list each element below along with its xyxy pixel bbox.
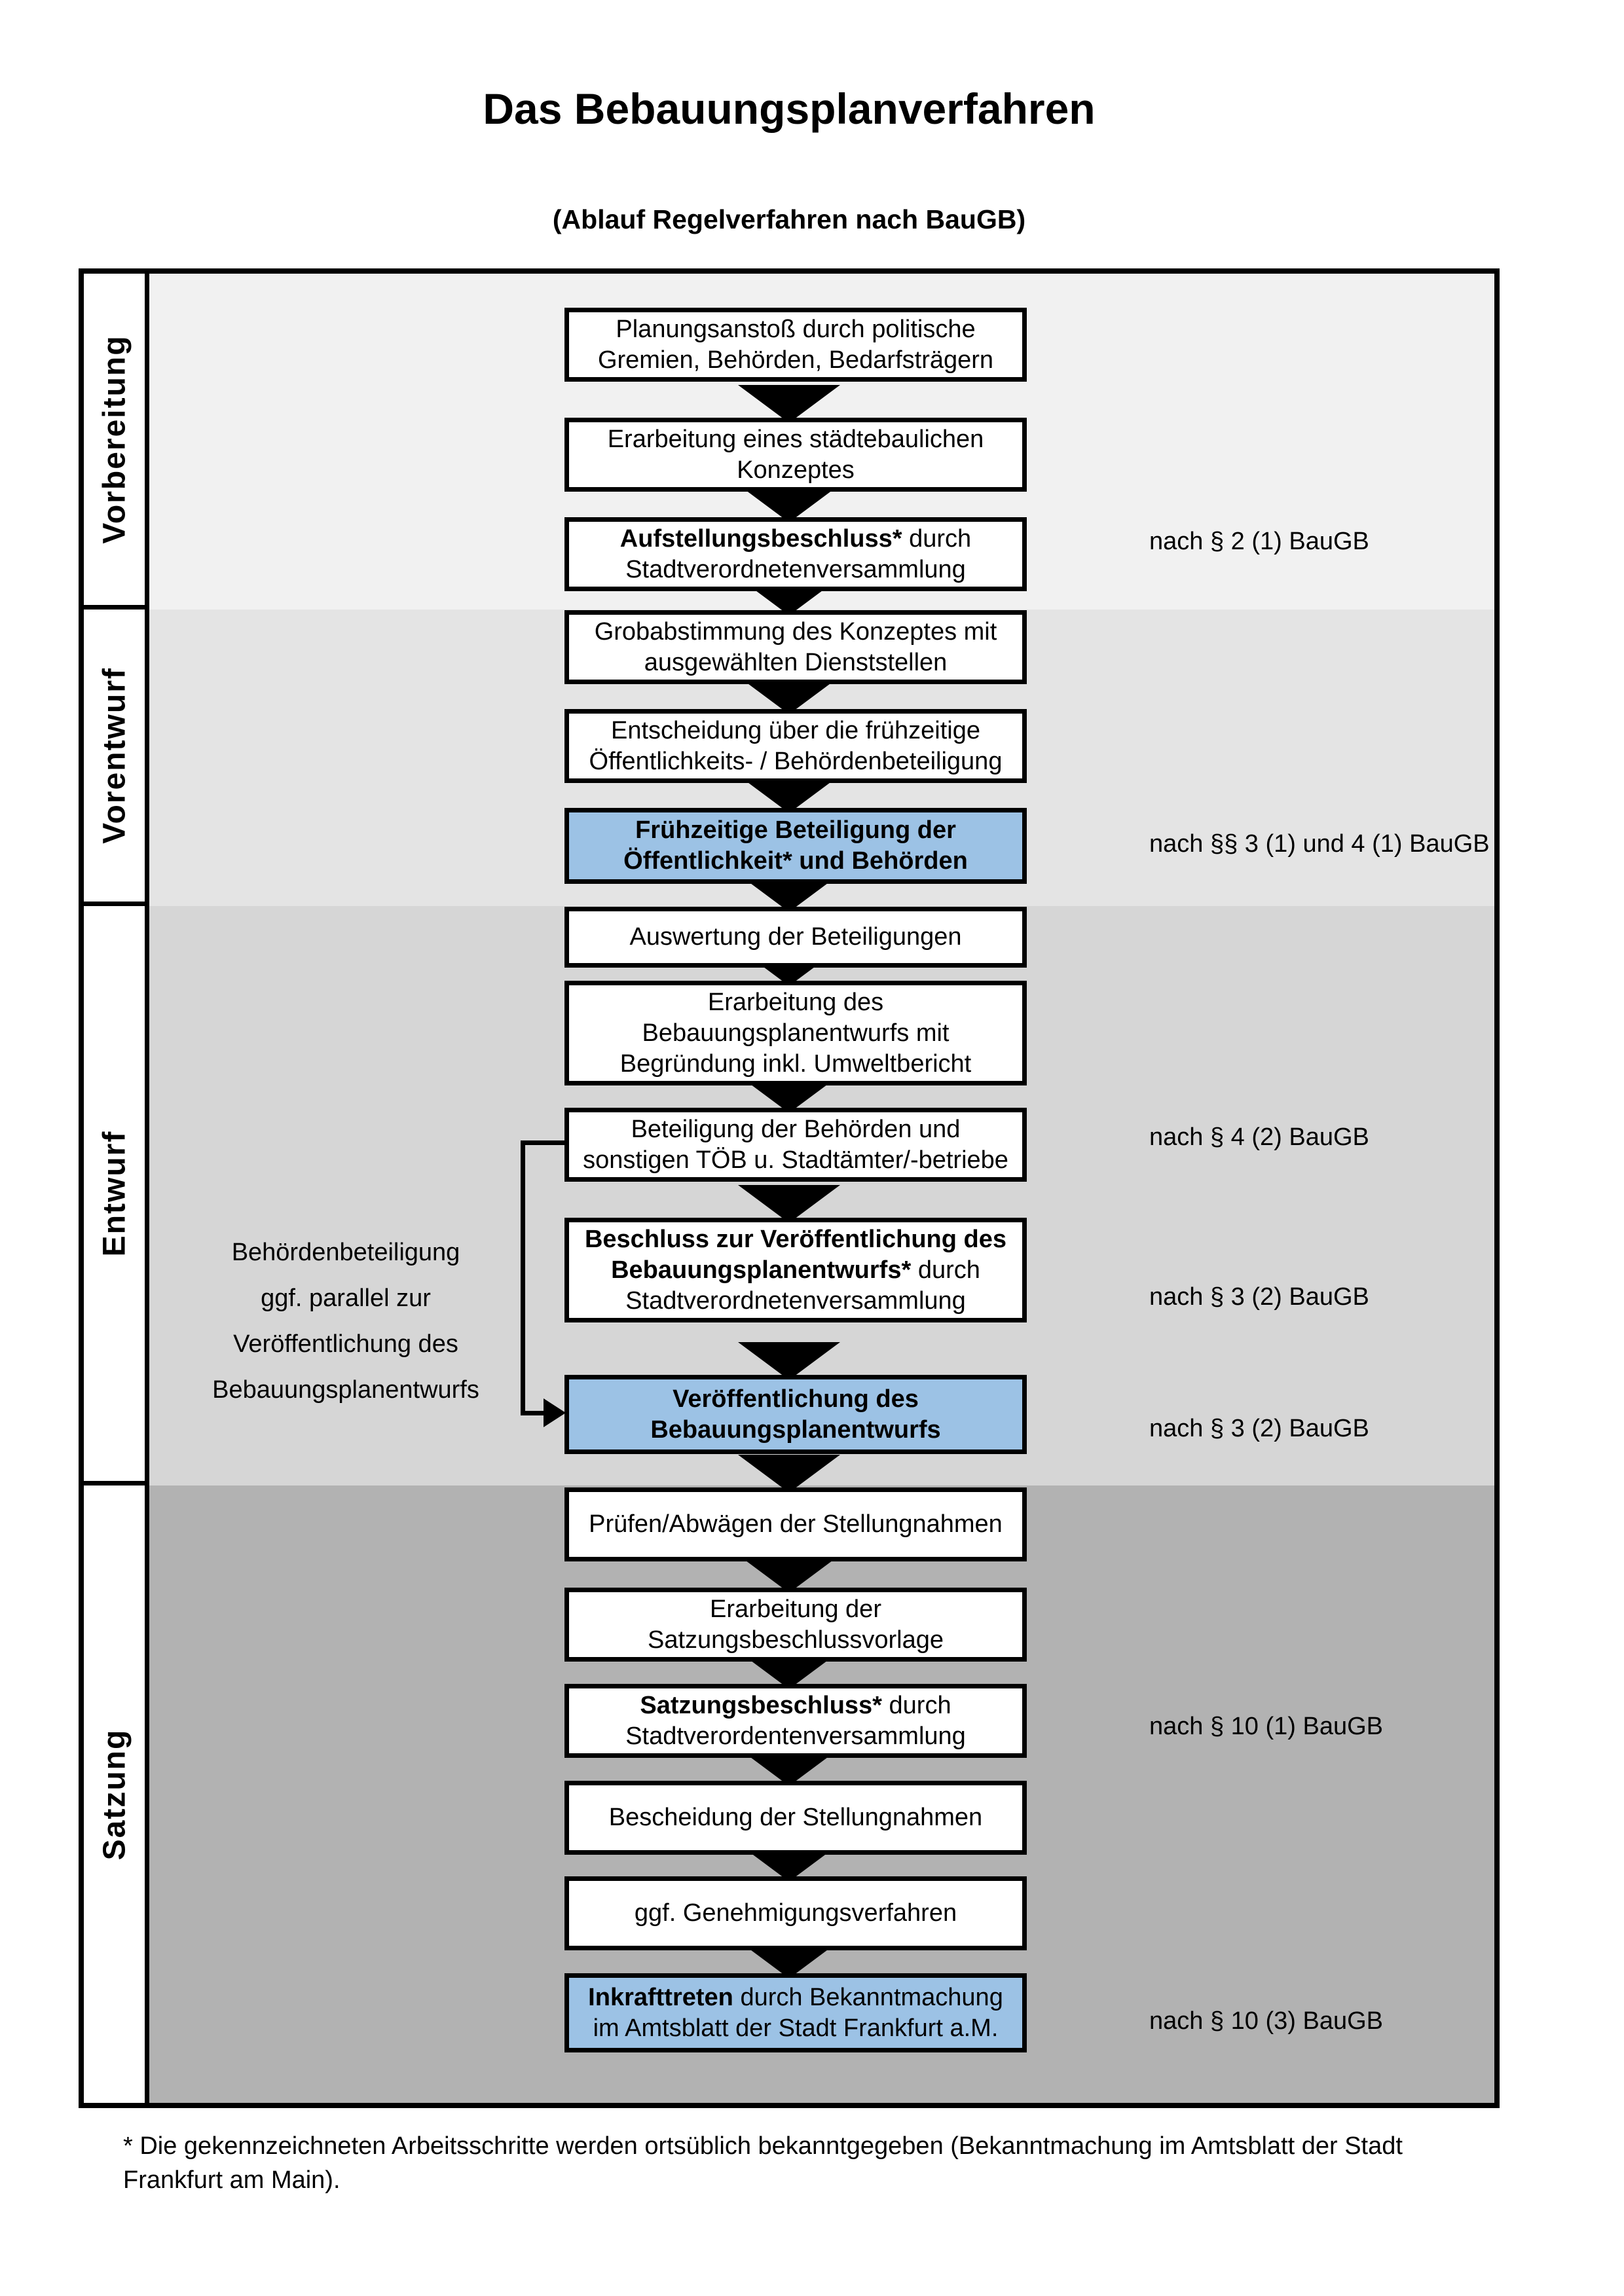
footnote: * Die gekennzeichneten Arbeitsschritte w… [123,2129,1505,2197]
section-label-cell: Vorentwurf [84,610,149,906]
side-note-line: Veröffentlichung des [233,1330,458,1358]
section-label: Vorbereitung [97,335,132,544]
footnote-line: Frankfurt am Main). [123,2166,341,2194]
side-note-line: Behördenbeteiligung [231,1239,460,1266]
section-row-satzung: Satzung [84,1485,1494,2103]
section-label-cell: Vorbereitung [84,274,149,610]
page-title: Das Bebauungsplanverfahren [483,84,1096,133]
section-background [149,274,1494,610]
section-background [149,1485,1494,2103]
side-note-line: ggf. parallel zur [261,1285,431,1312]
section-label: Entwurf [97,1130,132,1257]
process-frame: Vorbereitung Vorentwurf Entwurf Satzung [79,268,1500,2108]
section-label-cell: Entwurf [84,906,149,1485]
section-label: Vorentwurf [97,667,132,844]
side-note-line: Bebauungsplanentwurfs [212,1376,479,1404]
footnote-line: * Die gekennzeichneten Arbeitsschritte w… [123,2132,1403,2160]
section-background [149,610,1494,906]
section-row-vorentwurf: Vorentwurf [84,610,1494,906]
page-subtitle: (Ablauf Regelverfahren nach BauGB) [552,204,1026,234]
section-label: Satzung [97,1728,132,1860]
section-label-cell: Satzung [84,1485,149,2103]
section-row-vorbereitung: Vorbereitung [84,274,1494,610]
